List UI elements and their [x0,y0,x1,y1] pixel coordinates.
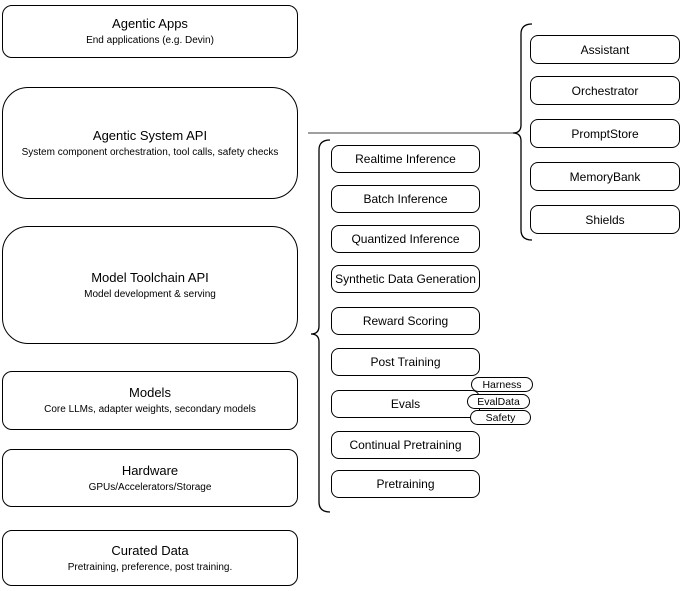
node-curated-data: Curated Data Pretraining, preference, po… [2,530,298,586]
node-assistant: Assistant [530,35,680,64]
node-synthetic-data-generation: Synthetic Data Generation [331,265,480,293]
node-continual-pretraining: Continual Pretraining [331,431,480,459]
node-subtitle: GPUs/Accelerators/Storage [88,481,212,493]
tag-label: Safety [485,411,516,424]
node-subtitle: System component orchestration, tool cal… [21,146,279,158]
node-label: Assistant [580,42,630,57]
tag-harness: Harness [471,377,533,392]
node-promptstore: PromptStore [530,119,680,148]
node-label: MemoryBank [569,169,641,184]
tag-safety: Safety [470,410,531,425]
node-label: Evals [390,397,421,411]
node-memorybank: MemoryBank [530,162,680,191]
node-title: Hardware [121,462,179,478]
node-models: Models Core LLMs, adapter weights, secon… [2,371,298,430]
node-model-toolchain-api: Model Toolchain API Model development & … [2,226,298,344]
node-subtitle: Pretraining, preference, post training. [67,561,233,573]
node-orchestrator: Orchestrator [530,76,680,105]
node-post-training: Post Training [331,348,480,376]
tag-label: Harness [482,378,522,391]
tag-label: EvalData [477,395,520,408]
node-label: Reward Scoring [362,314,449,328]
node-batch-inference: Batch Inference [331,185,480,213]
node-label: Orchestrator [571,83,639,98]
node-label: Realtime Inference [355,152,456,166]
node-label: Post Training [370,355,441,369]
node-agentic-apps: Agentic Apps End applications (e.g. Devi… [2,5,298,58]
node-title: Agentic System API [92,127,208,143]
tag-evaldata: EvalData [467,394,530,409]
node-label: Pretraining [376,477,435,491]
toolchain-group-brace [310,139,331,513]
node-title: Agentic Apps [112,16,188,31]
node-label: Shields [585,212,625,227]
node-title: Models [129,385,171,400]
node-realtime-inference: Realtime Inference [331,145,480,173]
node-subtitle: Core LLMs, adapter weights, secondary mo… [44,404,256,415]
node-subtitle: Model development & serving [84,288,216,300]
node-quantized-inference: Quantized Inference [331,225,480,253]
node-title: Model Toolchain API [91,269,209,285]
node-shields: Shields [530,205,680,234]
node-label: Quantized Inference [351,232,460,246]
node-label: PromptStore [571,126,639,141]
node-evals: Evals [331,390,480,418]
node-reward-scoring: Reward Scoring [331,307,480,335]
node-subtitle: End applications (e.g. Devin) [86,35,214,46]
node-label: Batch Inference [363,192,448,206]
node-title: Curated Data [111,542,189,558]
node-label: Synthetic Data Generation [335,272,476,286]
node-pretraining: Pretraining [331,470,480,498]
node-hardware: Hardware GPUs/Accelerators/Storage [2,449,298,507]
node-agentic-system-api: Agentic System API System component orch… [2,87,298,199]
node-label: Continual Pretraining [349,438,462,452]
